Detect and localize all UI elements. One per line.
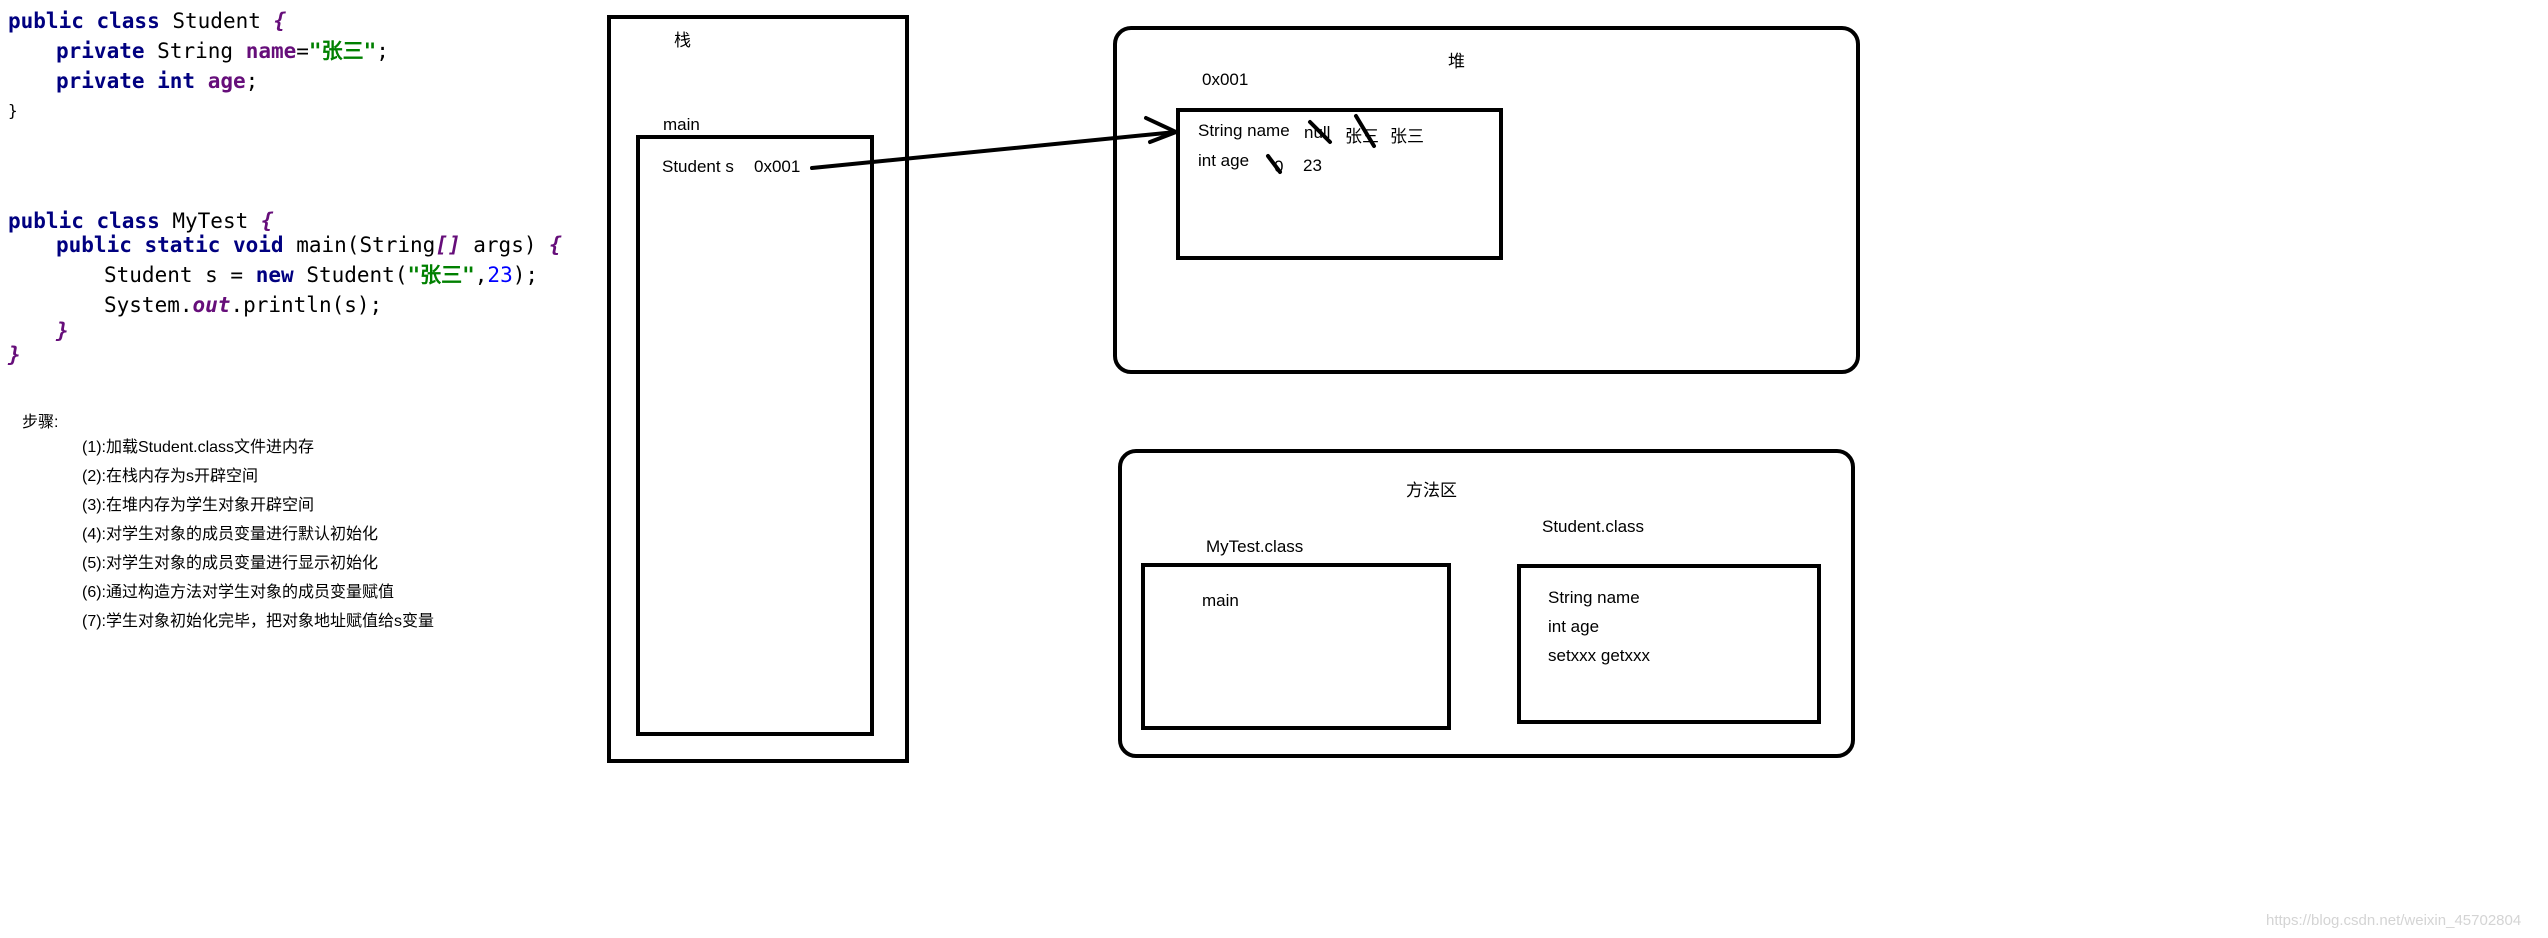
field-name: age (207, 69, 246, 93)
heap-title: 堆 (1448, 52, 1465, 71)
student-class-member: setxxx getxxx (1548, 646, 1651, 665)
brace: { (273, 9, 287, 33)
keyword: private (56, 39, 145, 63)
constructor-call: Student( (306, 263, 408, 287)
keyword: public class (8, 9, 160, 33)
steps-list: (1):加载Student.class文件进内存 (2):在栈内存为s开辟空间 … (82, 433, 434, 636)
steps-title: 步骤: (22, 414, 59, 431)
declaration: Student s = (104, 263, 256, 287)
stack-var-address: 0x001 (754, 157, 801, 176)
reference-arrow (810, 116, 1178, 170)
operator: = (296, 39, 309, 63)
code-line-student-decl: public class Student { (8, 6, 286, 36)
class-name: MyTest (172, 209, 249, 233)
field-name: name (245, 39, 297, 63)
stack-box (607, 15, 909, 763)
type: String (157, 39, 234, 63)
student-object-box (1176, 108, 1503, 260)
out-field: out (192, 293, 231, 317)
student-class-box (1517, 564, 1821, 724)
method-signature: main(String (296, 233, 436, 257)
heap-name-label: String name (1198, 121, 1290, 140)
stack-var-label: Student s (662, 157, 734, 176)
mytest-class-box (1141, 563, 1451, 730)
heap-name-value-constructor: 张三 (1390, 127, 1424, 146)
close-paren: ); (512, 263, 539, 287)
semicolon: ; (376, 39, 389, 63)
semicolon: ; (245, 69, 259, 93)
brace: { (260, 209, 274, 233)
step-item: (4):对学生对象的成员变量进行默认初始化 (82, 526, 379, 543)
println-call: .println(s); (230, 293, 383, 317)
step-item: (3):在堆内存为学生对象开辟空间 (82, 497, 315, 514)
keyword: new (255, 263, 294, 287)
heap-object-address: 0x001 (1202, 70, 1249, 89)
system-ref: System. (104, 293, 193, 317)
main-frame-box (636, 135, 874, 736)
student-class-member: String name (1548, 588, 1640, 607)
mytest-class-label: MyTest.class (1206, 537, 1304, 556)
heap-age-label: int age (1198, 151, 1250, 170)
code-line-new-student: Student s = new Student("张三",23); (104, 260, 538, 290)
array-brackets: [] (435, 233, 461, 257)
number-literal: 23 (487, 263, 513, 287)
keyword: private int (56, 69, 196, 93)
student-class-label: Student.class (1542, 517, 1645, 536)
stack-title: 栈 (674, 31, 691, 50)
watermark: https://blog.csdn.net/weixin_45702804 (2266, 912, 2522, 929)
strike-mark-zero (1266, 154, 1282, 174)
string-literal: "张三" (407, 263, 475, 287)
method-area-box (1118, 449, 1855, 758)
step-item: (6):通过构造方法对学生对象的成员变量赋值 (82, 584, 395, 601)
brace: { (549, 233, 562, 257)
heap-box (1113, 26, 1860, 374)
heap-age-value-default: 0 (1274, 157, 1284, 176)
code-line-student-name-field: private String name="张三"; (56, 36, 389, 66)
strike-mark-name (1354, 114, 1376, 148)
main-frame-label: main (663, 115, 700, 134)
class-name: Student (172, 9, 261, 33)
student-class-member: int age (1548, 617, 1600, 636)
code-line-class-close: } (8, 343, 21, 367)
step-item: (5):对学生对象的成员变量进行显示初始化 (82, 555, 379, 572)
heap-age-value-final: 23 (1303, 156, 1322, 175)
code-line-println: System.out.println(s); (104, 290, 382, 320)
code-line-method-close: } (56, 319, 69, 343)
method-area-title: 方法区 (1406, 481, 1457, 500)
step-item: (2):在栈内存为s开辟空间 (82, 468, 259, 485)
code-line-student-age-field: private int age; (56, 66, 258, 96)
strike-mark-null (1308, 120, 1332, 144)
string-literal: "张三" (308, 39, 377, 63)
code-line-student-close: } (8, 101, 18, 120)
keyword: public static void (56, 233, 284, 257)
code-line-mytest-decl: public class MyTest { (8, 206, 274, 236)
code-line-main-method: public static void main(String[] args) { (56, 230, 562, 260)
step-item: (7):学生对象初始化完毕，把对象地址赋值给s变量 (82, 613, 435, 630)
param-name: args) (473, 233, 537, 257)
comma: , (474, 263, 488, 287)
mytest-class-member: main (1202, 591, 1239, 610)
step-item: (1):加载Student.class文件进内存 (82, 439, 315, 456)
keyword: public class (8, 209, 160, 233)
